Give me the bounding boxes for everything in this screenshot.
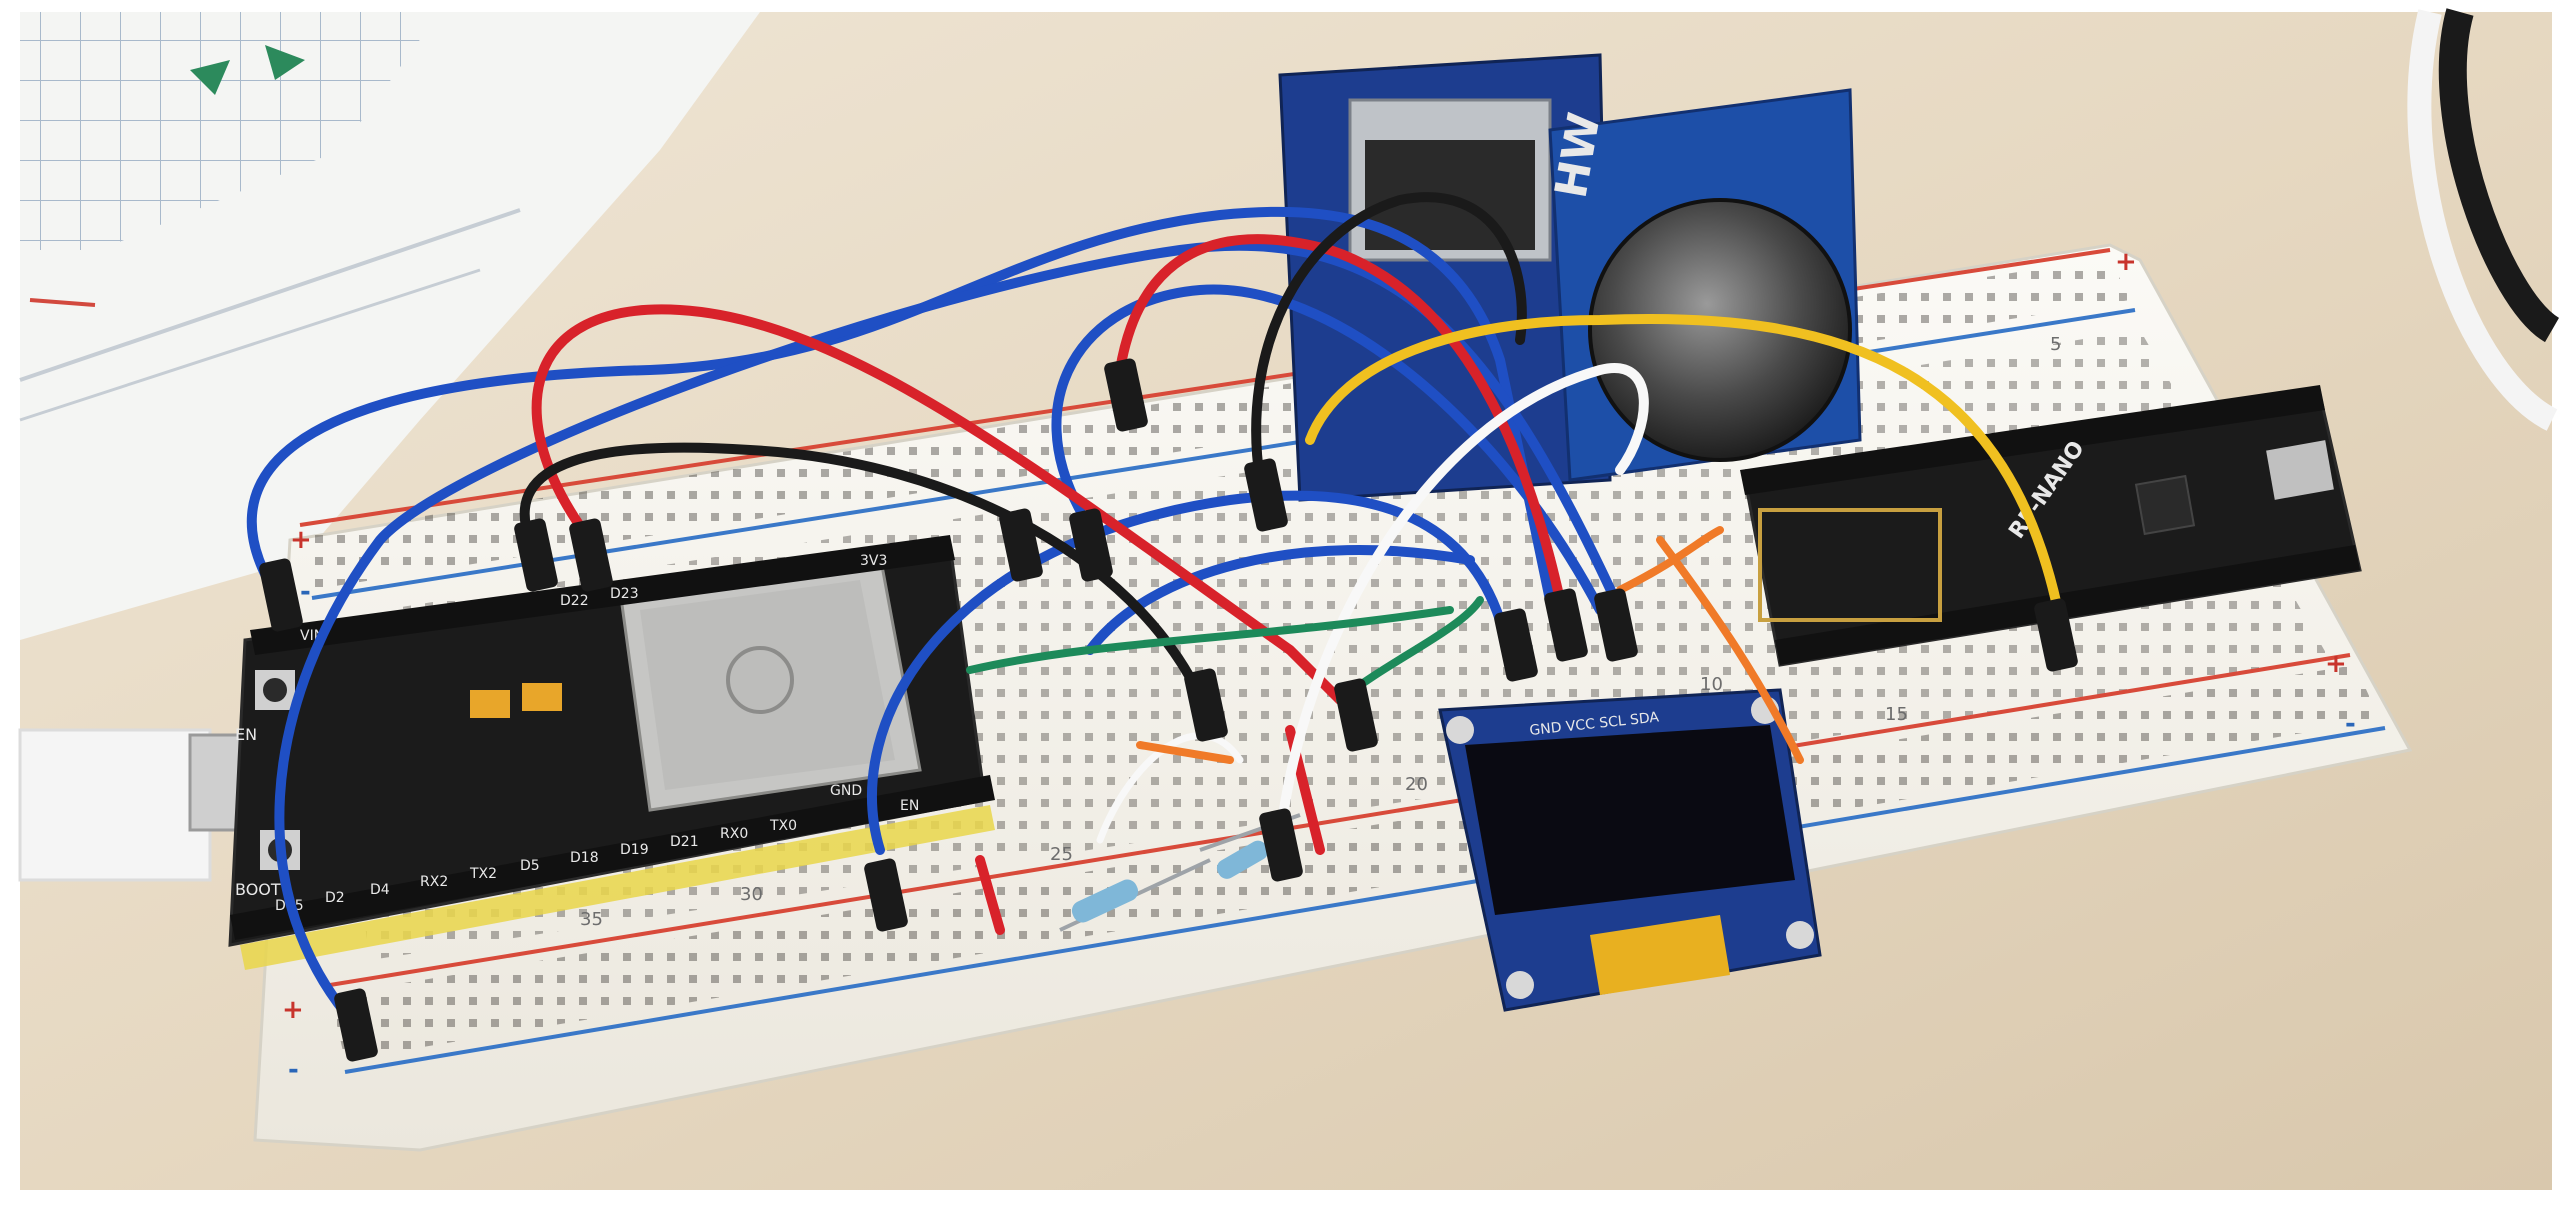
jumper-wires: [246, 192, 2065, 1035]
oled-display: GND VCC SCL SDA: [1438, 688, 1822, 1012]
bb-row-10: 10: [1700, 674, 1723, 695]
sd-card-module: [1278, 53, 1612, 502]
rf-nano-board: RF-NANO: [1740, 385, 2362, 667]
esp32-pin-d18: D18: [570, 850, 599, 866]
rail-plus-top: +: [290, 525, 312, 555]
esp32-pin-en: EN: [900, 798, 919, 814]
esp32-en-button-label: EN: [235, 725, 257, 744]
rail-minus-top: -: [300, 577, 311, 607]
bb-row-20: 20: [1405, 774, 1428, 795]
resistors: [1059, 813, 1301, 932]
bb-row-5: 5: [2050, 334, 2061, 355]
esp32-pin-d5: D5: [520, 858, 540, 874]
rail-plus-bottom-right: +: [2325, 649, 2347, 679]
notebook: [19, 12, 760, 640]
esp32-pin-rx2: RX2: [420, 874, 448, 890]
esp32-pin-gnd: GND: [830, 783, 862, 799]
esp32-pin-3v3: 3V3: [860, 553, 887, 569]
bb-row-30: 30: [740, 884, 763, 905]
esp32-pin-d23: D23: [610, 586, 639, 602]
esp32-pin-rx0: RX0: [720, 826, 748, 842]
bb-row-35: 35: [580, 909, 603, 930]
esp32-boot-button-label: BOOT: [235, 880, 281, 899]
esp32-pin-d2: D2: [325, 890, 345, 906]
wire-connectors: [259, 358, 2078, 1062]
bb-row-15: 15: [1885, 704, 1908, 725]
round-cable: [2407, 8, 2560, 431]
rail-plus-top-right: +: [2115, 247, 2137, 277]
rtc-module: HW: [1546, 88, 1862, 482]
esp32-pin-d4: D4: [370, 882, 390, 898]
esp32-pin-tx2: TX2: [469, 866, 497, 882]
rail-plus-bottom: +: [282, 995, 304, 1025]
rail-minus-bottom: -: [288, 1055, 299, 1085]
bb-row-25: 25: [1050, 844, 1073, 865]
esp32-pin-d21: D21: [670, 834, 699, 850]
esp32-pin-d22: D22: [560, 593, 589, 609]
rail-minus-bottom-right: -: [2345, 709, 2356, 739]
esp32-pin-tx0: TX0: [769, 818, 797, 834]
esp32-board: EN BOOT 3V3 GND D23 D22 TX0 RX0 D21 D19 …: [228, 535, 995, 970]
esp32-pin-d19: D19: [620, 842, 649, 858]
